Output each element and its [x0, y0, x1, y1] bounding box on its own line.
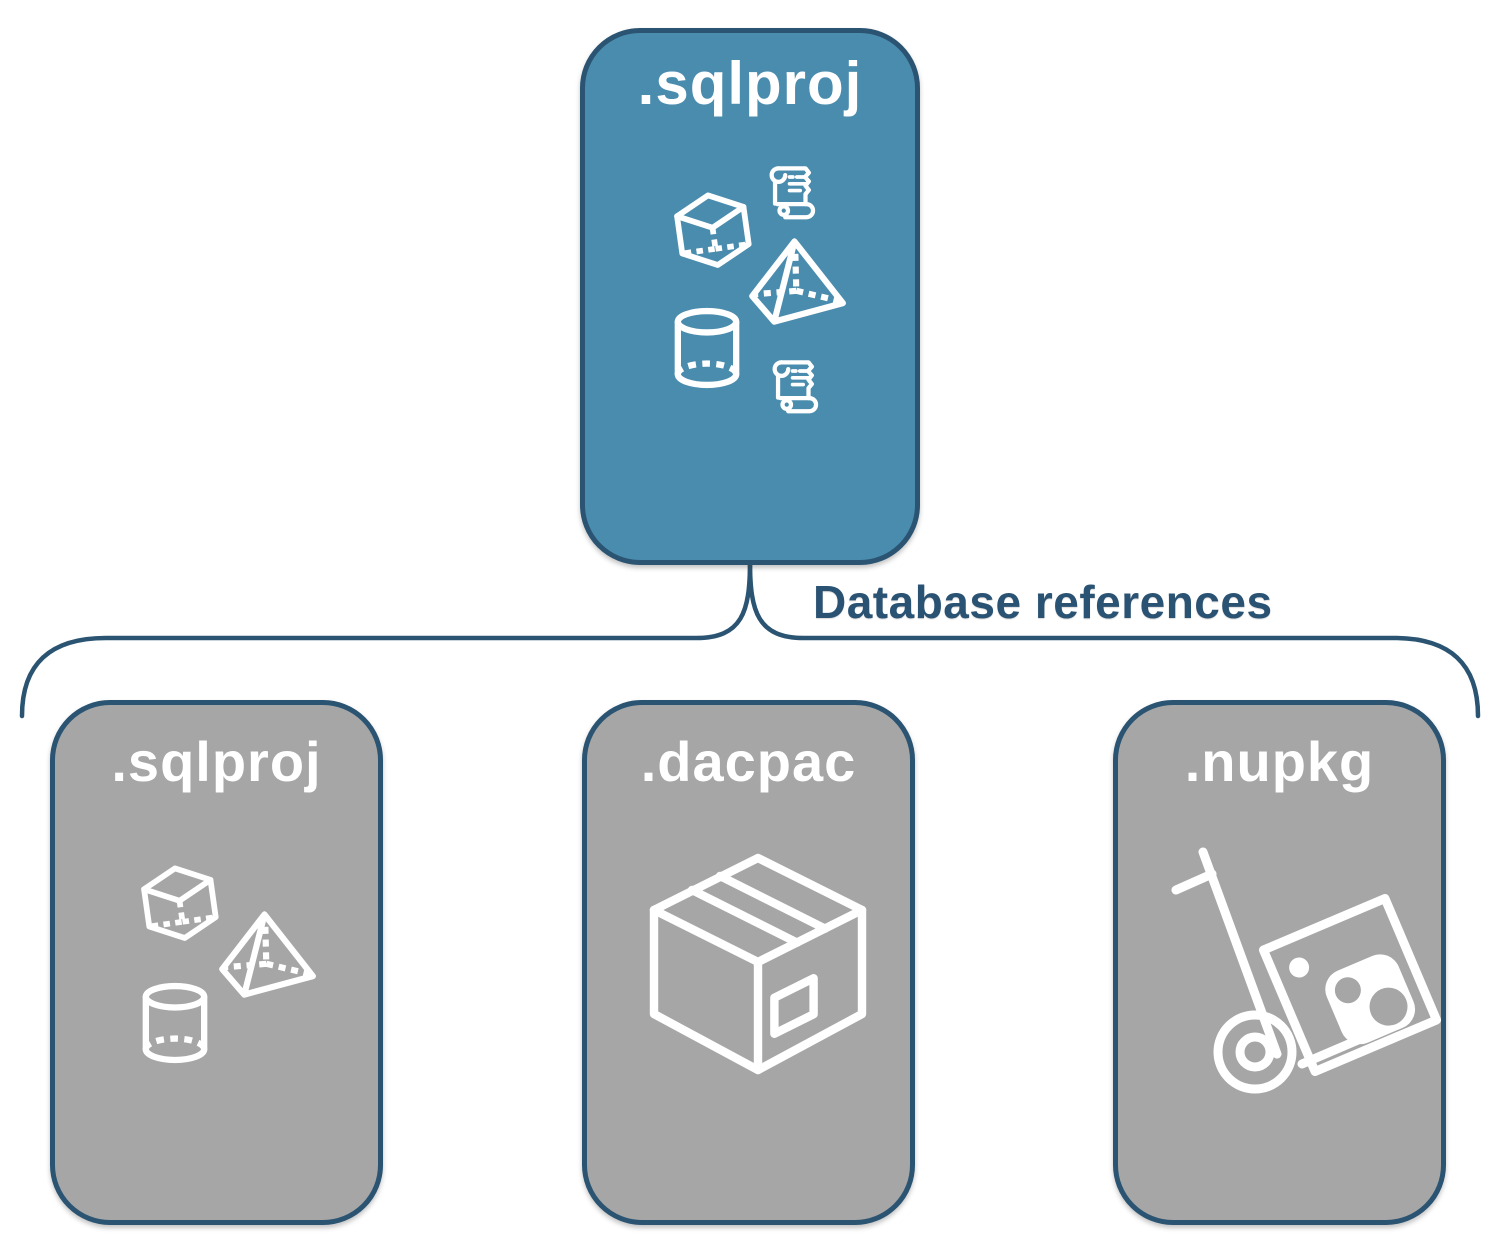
pyramid-icon — [745, 238, 851, 326]
node-nupkg: .nupkg — [1113, 700, 1446, 1225]
scroll-icon — [762, 162, 820, 222]
brace-right-arm — [747, 559, 1481, 719]
node-dacpac: .dacpac — [582, 700, 915, 1225]
package-box-icon — [638, 830, 878, 1094]
scroll-icon — [765, 356, 823, 416]
hand-truck-package-icon — [1170, 847, 1442, 1192]
cube-icon — [135, 863, 225, 945]
cube-icon — [668, 190, 758, 272]
brace-left-arm — [19, 559, 753, 719]
node-sqlproj-child: .sqlproj — [50, 700, 383, 1225]
child-node-title: .nupkg — [1184, 730, 1375, 793]
cylinder-icon — [140, 982, 210, 1065]
connector-label: Database references — [813, 576, 1273, 628]
root-node-title: .sqlproj — [637, 50, 863, 117]
node-sqlproj-root: .sqlproj — [580, 28, 920, 565]
cylinder-icon — [672, 307, 742, 390]
child-node-title: .sqlproj — [111, 730, 322, 793]
child-node-title: .dacpac — [640, 730, 857, 793]
pyramid-icon — [215, 911, 321, 999]
